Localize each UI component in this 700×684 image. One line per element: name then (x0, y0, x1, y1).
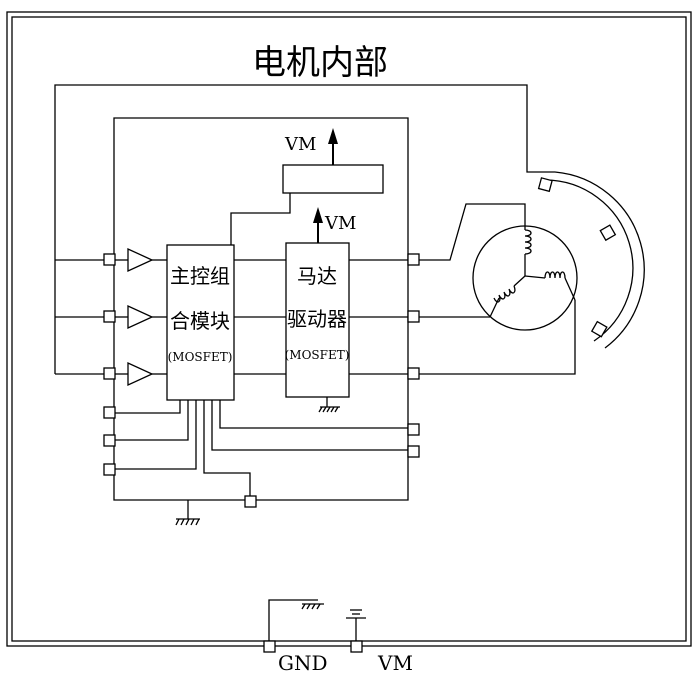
buffer-2-icon (127, 304, 154, 330)
outer-frame (6, 11, 692, 647)
phase-wires (419, 203, 576, 375)
winding-coils (489, 218, 576, 318)
hall-feedback-wire (54, 84, 555, 374)
right-terminal-3 (407, 367, 420, 380)
controller-block (166, 244, 235, 401)
module-ground-icon (175, 518, 200, 526)
driver-label-2: 驱动器 (287, 307, 347, 331)
regulator-to-controller-wire (230, 193, 291, 245)
vm-driver-arrow-icon (313, 207, 323, 223)
rotor-arc (554, 171, 645, 349)
bottom-terminal (244, 495, 257, 508)
hall-sensor-1 (537, 177, 553, 193)
regulator-box (282, 164, 384, 194)
controller-bottom-wires (115, 400, 408, 519)
left-terminal-2 (103, 310, 116, 323)
hall-sensor-2 (599, 224, 617, 242)
right-terminal-5 (407, 445, 420, 458)
vm-top-label: VM (284, 134, 316, 155)
left-terminal-6 (103, 463, 116, 476)
left-terminal-4 (103, 406, 116, 419)
gnd-wire (268, 599, 318, 641)
vm-driver-label: VM (324, 213, 356, 234)
module-frame (113, 117, 409, 501)
left-terminal-5 (103, 434, 116, 447)
diagram-title: 电机内部 (252, 43, 388, 83)
gnd-label: GND (278, 651, 328, 675)
vm-top-arrow-icon (328, 128, 338, 144)
inner-frame (11, 16, 687, 642)
right-terminal-2 (407, 310, 420, 323)
controller-label-2: 合模块 (170, 309, 230, 333)
vm-bottom-terminal (350, 640, 363, 653)
vm-bottom-label: VM (377, 651, 413, 675)
driver-label-1: 马达 (297, 264, 337, 288)
driver-ground-icon (318, 406, 340, 413)
controller-label-3: (MOSFET) (168, 350, 233, 364)
left-terminal-3 (103, 367, 116, 380)
vm-bottom-supply-icon (346, 609, 366, 641)
driver-block (285, 242, 350, 398)
gnd-ground-icon (301, 603, 324, 610)
hall-sensor-3 (590, 320, 608, 338)
gnd-terminal (263, 640, 276, 653)
buffer-1-icon (127, 247, 154, 273)
right-terminal-4 (407, 423, 420, 436)
controller-label-1: 主控组 (170, 264, 230, 288)
right-terminal-1 (407, 253, 420, 266)
driver-label-3: (MOSFET) (285, 348, 350, 362)
rotor-inner-arc (544, 179, 634, 342)
buffer-3-icon (127, 361, 154, 387)
left-terminal-1 (103, 253, 116, 266)
